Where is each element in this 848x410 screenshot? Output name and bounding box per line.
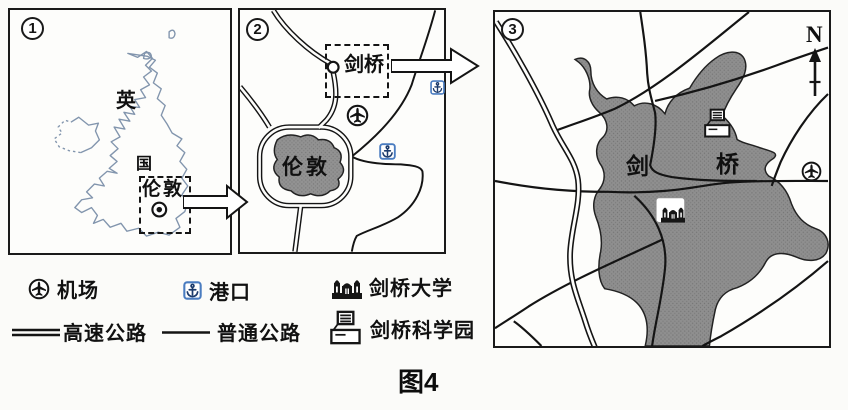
legend-item-expressway: 高速公路	[12, 317, 147, 346]
legend-label-airport: 机场	[57, 280, 99, 302]
panel-3-number-text: 3	[508, 21, 517, 38]
ordinary-roads	[495, 12, 829, 346]
legend-item-ordinary-road: 普通公路	[162, 317, 301, 346]
panel-uk-map: 1 英 国 伦敦	[8, 8, 232, 255]
legend-item-science-park: 剑桥科学园	[330, 310, 475, 346]
london-label: 伦敦	[142, 179, 185, 200]
panel-2-number-text: 2	[253, 21, 262, 38]
legend-item-university: 剑桥大学	[332, 272, 453, 301]
panel-1-number: 1	[21, 17, 44, 40]
legend-label-ordinary-road: 普通公路	[217, 323, 301, 345]
airport-icon	[801, 161, 822, 182]
london-region-map	[240, 10, 437, 252]
london-marker-icon	[151, 201, 168, 218]
legend-item-port: 港口	[183, 276, 251, 305]
panel-1-number-text: 1	[28, 20, 37, 37]
island-orkney	[142, 51, 153, 60]
legend-label-university: 剑桥大学	[369, 278, 453, 300]
uk-outline-map	[53, 29, 189, 237]
cambridge-label: 剑桥	[344, 54, 384, 76]
panel-3-number: 3	[501, 18, 524, 41]
london-urban-area	[273, 134, 345, 197]
flow-arrow-1-icon	[183, 184, 249, 220]
university-icon	[661, 203, 685, 223]
legend-label-science-park: 剑桥科学园	[370, 319, 475, 342]
panel-london-region-map: 2 剑桥 伦敦	[238, 8, 446, 254]
london-label: 伦敦	[282, 156, 330, 179]
flow-arrow-2-icon	[391, 47, 480, 85]
port-icon	[379, 143, 396, 160]
legend-label-expressway: 高速公路	[63, 323, 147, 345]
expressway-road	[495, 20, 598, 346]
expressway-roads	[240, 10, 354, 252]
cambridge-city-map	[495, 12, 829, 346]
expressway-line	[12, 328, 60, 336]
legend-item-airport: 机场	[28, 274, 99, 303]
cambridge-urban-area	[573, 51, 829, 346]
great-britain-outline	[74, 50, 189, 237]
ireland-outline-dotted	[53, 119, 81, 154]
panel-cambridge-city-map: 3 剑 桥 N	[493, 10, 831, 348]
cambridge-dashed-box	[325, 44, 389, 98]
university-icon	[332, 275, 362, 299]
port-icon	[183, 281, 202, 300]
figure-caption: 图4	[398, 367, 439, 397]
cambridge-label-right: 桥	[716, 151, 739, 177]
cambridge-label-left: 剑	[626, 153, 649, 179]
airport-icon	[346, 104, 369, 127]
airport-icon	[28, 278, 50, 300]
country-label-bottom: 国	[136, 156, 153, 173]
north-label: N	[806, 22, 823, 47]
ordinary-road-line	[162, 330, 210, 334]
legend-label-port: 港口	[209, 282, 251, 304]
ireland-outline	[70, 116, 101, 154]
science-park-icon	[330, 310, 365, 346]
panel-2-number: 2	[246, 18, 269, 41]
coastline	[350, 10, 437, 252]
cambridge-marker-icon	[326, 60, 340, 74]
north-arrow-icon	[809, 48, 821, 96]
science-park-icon	[704, 108, 734, 139]
island-shetland	[168, 29, 176, 39]
country-label-top: 英	[116, 90, 136, 112]
